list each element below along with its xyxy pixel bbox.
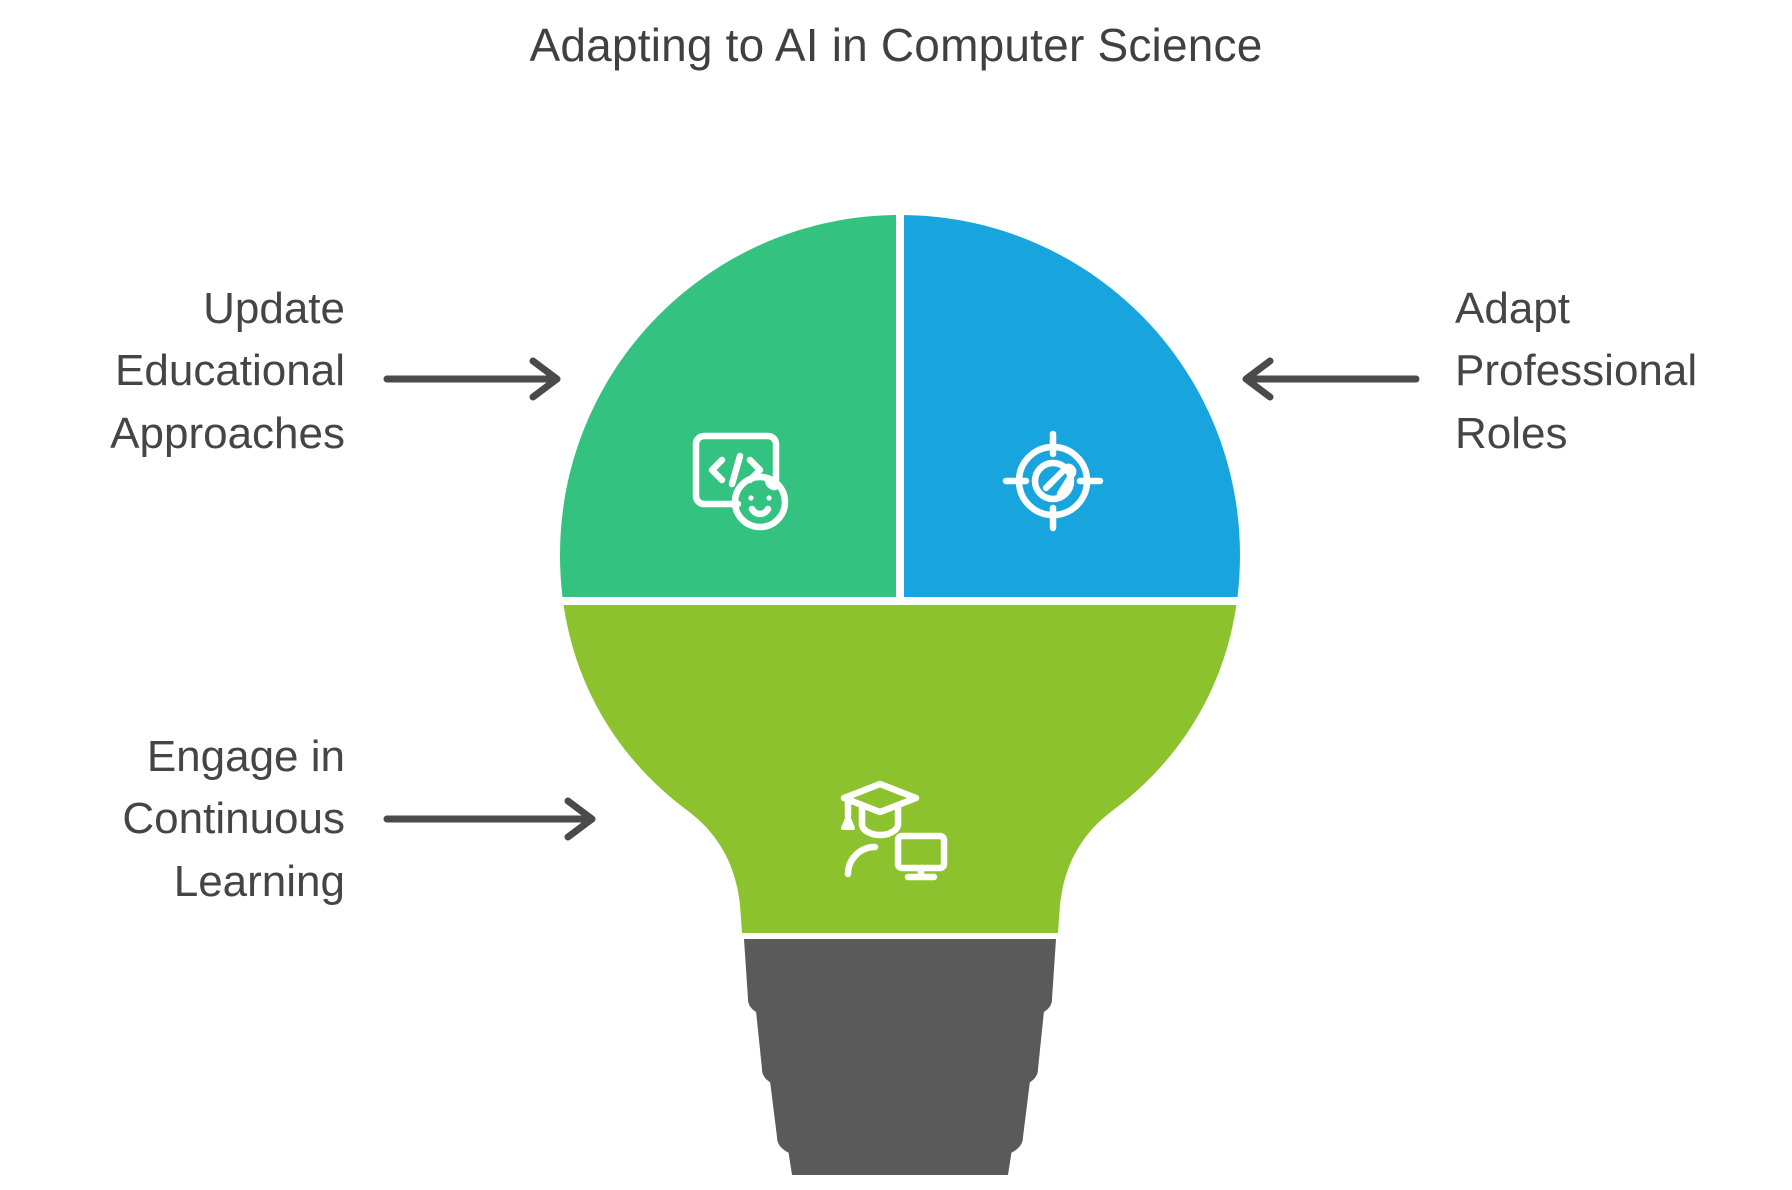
segment-adapt-professional-roles[interactable] [904,215,1240,597]
label-update-educational-approaches: Update Educational Approaches [110,284,345,458]
bulb-screw-base [744,939,1056,1175]
segment-update-educational-approaches[interactable] [560,215,896,597]
light-bulb-graphic [560,215,1240,1175]
page-title: Adapting to AI in Computer Science [529,19,1263,71]
segment-engage-in-continuous-learning[interactable] [560,605,1240,945]
label-adapt-professional-roles: Adapt Professional Roles [1455,284,1698,458]
arrow-right-icon [383,797,596,841]
label-engage-in-continuous-learning: Engage in Continuous Learning [122,732,345,906]
arrow-right-icon [383,357,561,401]
code-child-icon [692,432,789,531]
target-compass-icon [1002,430,1104,532]
arrow-left-icon [1242,357,1420,401]
graduate-monitor-icon [840,780,948,881]
